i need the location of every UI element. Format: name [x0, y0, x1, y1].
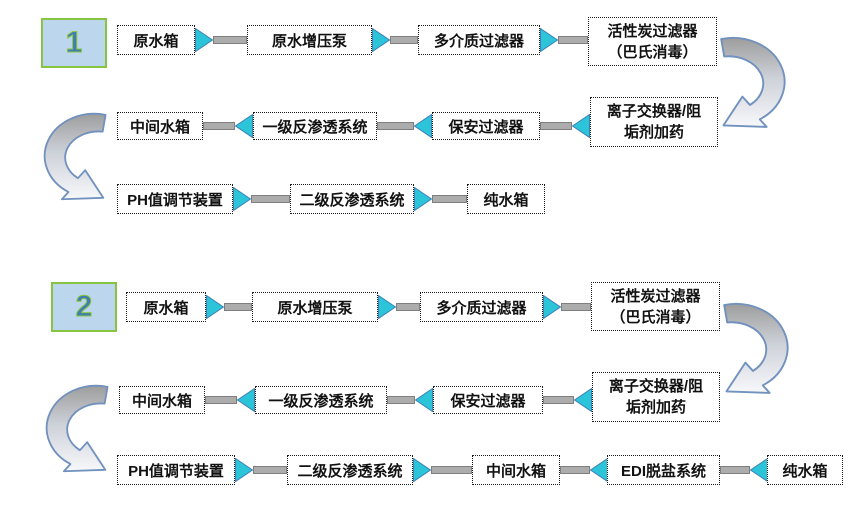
arrow-left-icon — [750, 458, 768, 482]
node-intermediate-water-tank-2: 中间水箱 — [472, 455, 560, 485]
arrow-right-icon — [414, 187, 432, 211]
connector-bar — [251, 195, 290, 203]
arrow-left-icon — [574, 388, 592, 412]
connector-bar — [224, 303, 252, 311]
curved-arrow-down-icon — [720, 36, 786, 128]
connector-bar — [253, 466, 287, 474]
node-intermediate-water-tank: 中间水箱 — [117, 112, 203, 140]
arrow-left-icon — [414, 114, 432, 138]
node-raw-water-tank: 原水箱 — [117, 25, 195, 55]
connector-bar — [558, 36, 588, 44]
connector-bar — [720, 466, 750, 474]
connector-bar — [205, 396, 237, 404]
connector-bar — [390, 36, 418, 44]
connector-bar — [396, 303, 420, 311]
node-ph-adjustment-device: PH值调节装置 — [117, 455, 235, 485]
arrow-left-icon — [237, 388, 255, 412]
connector-bar — [213, 36, 247, 44]
node-security-filter: 保安过滤器 — [433, 386, 543, 414]
node-raw-water-tank: 原水箱 — [126, 292, 206, 322]
connector-bar — [432, 195, 467, 203]
node-multimedia-filter: 多介质过滤器 — [418, 25, 540, 55]
arrow-right-icon — [233, 187, 251, 211]
node-label-line: 活性炭过滤器 — [610, 287, 701, 305]
arrow-right-icon — [372, 28, 390, 52]
node-multimedia-filter: 多介质过滤器 — [420, 292, 543, 322]
curved-arrow-down-icon — [723, 302, 789, 394]
node-second-stage-ro-system: 二级反渗透系统 — [287, 455, 413, 485]
node-ph-adjustment-device: PH值调节装置 — [117, 184, 233, 214]
arrow-left-icon — [235, 114, 253, 138]
node-activated-carbon-filter: 活性炭过滤器 （巴氏消毒） — [588, 17, 717, 66]
arrow-right-icon — [195, 28, 213, 52]
node-label-line: （巴氏消毒） — [607, 43, 698, 61]
node-label-line: 垢剂加药 — [625, 399, 686, 416]
flow-number-badge: 2 — [51, 282, 117, 332]
connector-bar — [377, 122, 414, 130]
arrow-left-icon — [415, 388, 433, 412]
node-raw-water-booster-pump: 原水增压泵 — [252, 292, 378, 322]
node-intermediate-water-tank: 中间水箱 — [119, 386, 205, 414]
node-second-stage-ro-system: 二级反渗透系统 — [290, 184, 414, 214]
flow-number-badge: 1 — [41, 18, 107, 68]
node-activated-carbon-filter: 活性炭过滤器 （巴氏消毒） — [591, 282, 720, 331]
node-first-stage-ro-system: 一级反渗透系统 — [253, 112, 377, 140]
node-label-line: 活性炭过滤器 — [607, 22, 698, 40]
node-label-line: （巴氏消毒） — [610, 308, 701, 326]
arrow-right-icon — [235, 458, 253, 482]
node-ion-exchanger-antiscalant: 离子交换器/阻 垢剂加药 — [590, 97, 718, 147]
node-label-line: 离子交换器/阻 — [606, 103, 702, 120]
arrow-right-icon — [540, 28, 558, 52]
arrow-right-icon — [378, 295, 396, 319]
arrow-left-icon — [572, 114, 590, 138]
node-raw-water-booster-pump: 原水增压泵 — [247, 25, 372, 55]
curved-arrow-down-icon — [43, 112, 107, 201]
node-security-filter: 保安过滤器 — [432, 112, 540, 140]
curved-arrow-down-icon — [45, 384, 109, 473]
node-edi-desalination-system: EDI脱盐系统 — [607, 455, 720, 485]
node-first-stage-ro-system: 一级反渗透系统 — [255, 386, 387, 414]
connector-bar — [560, 466, 590, 474]
arrow-right-icon — [206, 295, 224, 319]
arrow-left-icon — [590, 458, 608, 482]
arrow-right-icon — [413, 458, 431, 482]
node-ion-exchanger-antiscalant: 离子交换器/阻 垢剂加药 — [592, 372, 720, 422]
connector-bar — [540, 122, 572, 130]
node-pure-water-tank: 纯水箱 — [467, 184, 545, 214]
connector-bar — [561, 303, 591, 311]
connector-bar — [431, 466, 472, 474]
node-label-line: 离子交换器/阻 — [608, 378, 704, 395]
connector-bar — [387, 396, 415, 404]
node-pure-water-tank: 纯水箱 — [767, 455, 843, 485]
arrow-right-icon — [543, 295, 561, 319]
connector-bar — [543, 396, 574, 404]
node-label-line: 垢剂加药 — [623, 124, 684, 141]
connector-bar — [203, 122, 235, 130]
